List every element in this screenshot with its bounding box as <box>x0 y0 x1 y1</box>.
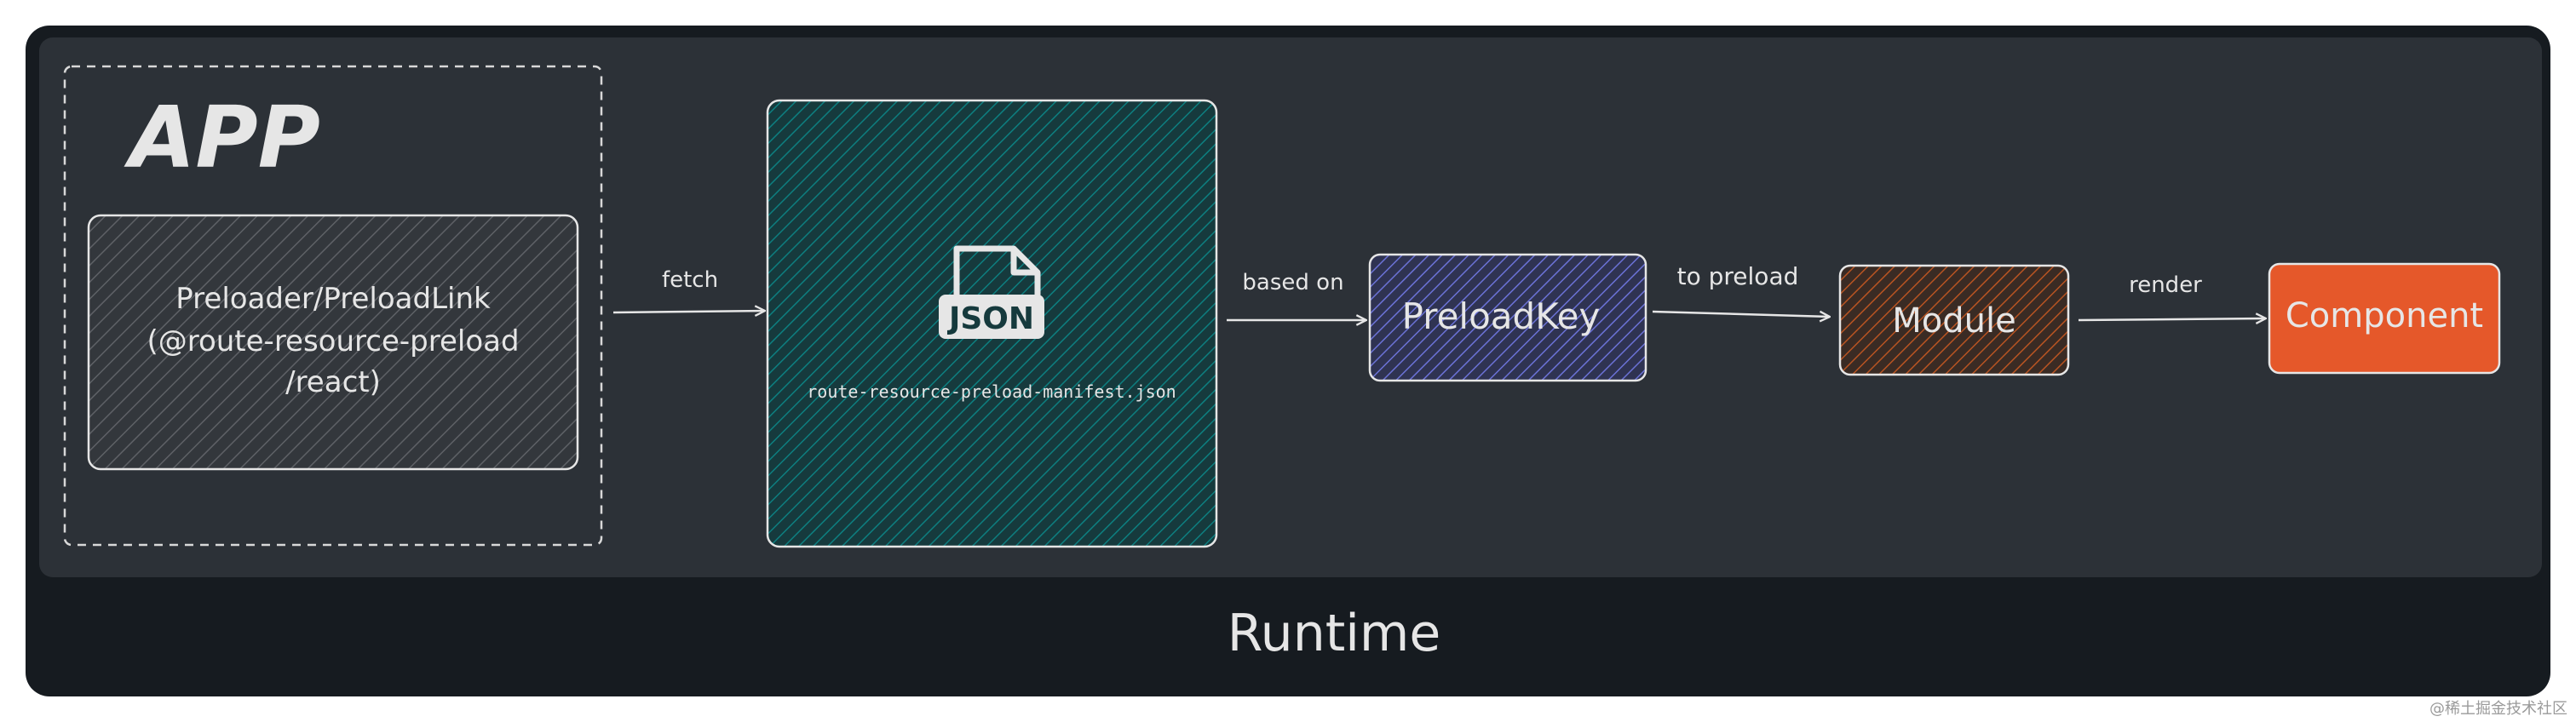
to-preload-arrow <box>1652 310 1830 317</box>
based-on-label: based on <box>1242 270 1343 295</box>
component-box <box>2268 262 2501 375</box>
app-container <box>63 65 603 547</box>
module-label: Module <box>1892 301 2015 341</box>
json-file-icon: JSON <box>939 245 1044 339</box>
preloader-label-line3: /react) <box>285 365 381 399</box>
inner-panel <box>39 37 2542 577</box>
preloader-label-line1: Preloader/PreloadLink <box>175 282 491 316</box>
json-icon-text: JSON <box>946 301 1034 336</box>
preloader-box <box>87 214 579 471</box>
module-box <box>1838 264 2070 376</box>
preload-key-label: PreloadKey <box>1402 295 1601 337</box>
runtime-label: Runtime <box>1228 604 1441 663</box>
preloader-label-line2: (@route-resource-preload <box>147 324 519 358</box>
to-preload-label: to preload <box>1677 262 1799 290</box>
manifest-filename: route-resource-preload-manifest.json <box>807 381 1176 402</box>
app-label: APP <box>124 88 320 187</box>
render-arrow <box>2078 318 2266 320</box>
fetch-label: fetch <box>662 267 718 293</box>
fetch-arrow <box>612 311 765 312</box>
watermark: @稀土掘金技术社区 <box>2429 700 2567 718</box>
preload-key-box <box>1368 253 1647 382</box>
render-label: render <box>2129 272 2202 298</box>
component-label: Component <box>2286 296 2483 335</box>
